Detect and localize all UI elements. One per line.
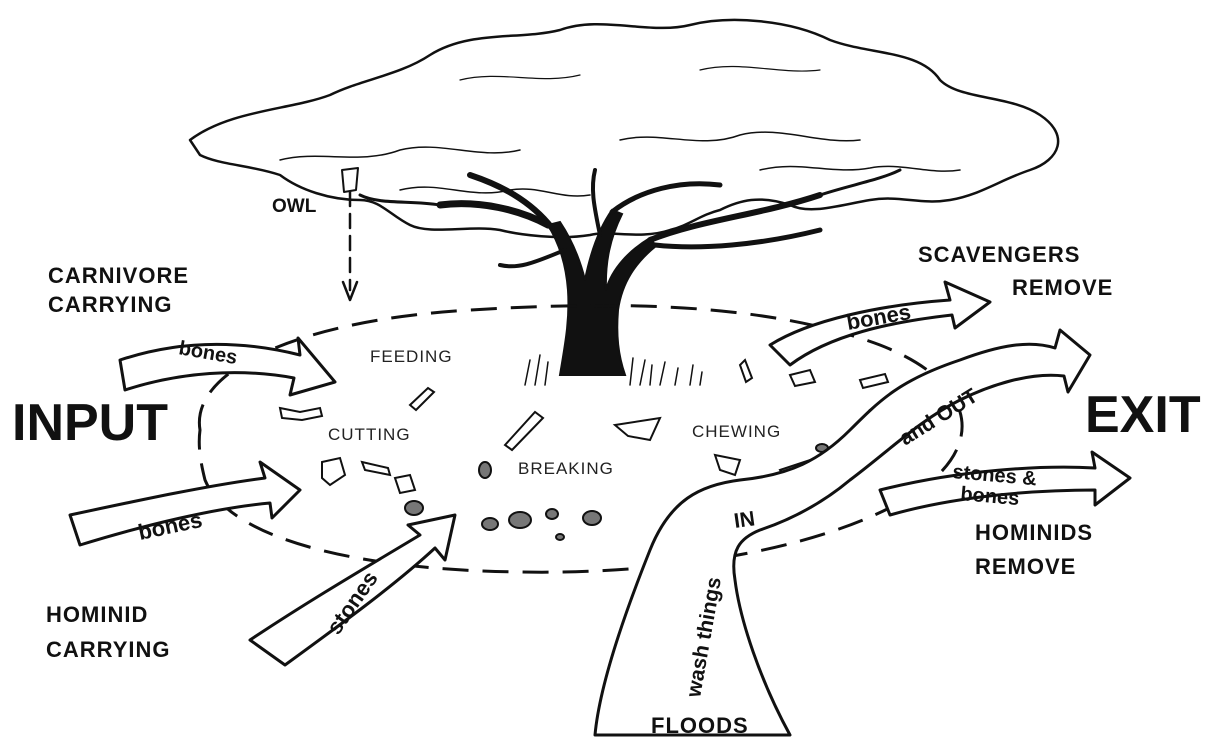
owl-input: [341, 167, 359, 302]
hominid-label-line1: HOMINID: [46, 602, 148, 627]
stones-bones-text-line2: bones: [960, 483, 1021, 510]
grass: [524, 354, 703, 386]
hominid-label-line2: CARRYING: [46, 637, 171, 662]
flood-river: [593, 328, 1092, 737]
scattered-bones: [278, 358, 899, 495]
in-text: IN: [732, 507, 756, 533]
chewing-label: CHEWING: [692, 422, 781, 441]
hominid-remove-arrow: [878, 450, 1132, 517]
owl-label: OWL: [272, 196, 317, 217]
hominids-remove-line1: HOMINIDS: [975, 520, 1093, 545]
feeding-label: FEEDING: [370, 347, 453, 366]
floods-label: FLOODS: [651, 713, 749, 738]
scavengers-label-line1: SCAVENGERS: [918, 242, 1080, 267]
carnivore-label-line2: CARRYING: [48, 292, 173, 317]
cutting-label: CUTTING: [328, 425, 411, 444]
exit-title: EXIT: [1085, 386, 1201, 444]
input-title: INPUT: [12, 394, 168, 452]
scavengers-label-line2: REMOVE: [1012, 275, 1113, 300]
carnivore-label-line1: CARNIVORE: [48, 263, 189, 288]
scavenger-bones-arrow: [768, 280, 992, 367]
tree-trunk: [546, 208, 658, 376]
hominid-bones-arrow: [68, 460, 302, 547]
carnivore-bones-arrow: [118, 336, 337, 397]
hominids-remove-line2: REMOVE: [975, 554, 1076, 579]
stones-arrow: [248, 513, 457, 667]
tree-illustration: [188, 18, 1060, 386]
activity-area-boundary: [197, 304, 964, 574]
tree-canopy: [188, 18, 1060, 239]
breaking-label: BREAKING: [518, 459, 614, 478]
scavenger-bones-text: bones: [845, 299, 913, 335]
